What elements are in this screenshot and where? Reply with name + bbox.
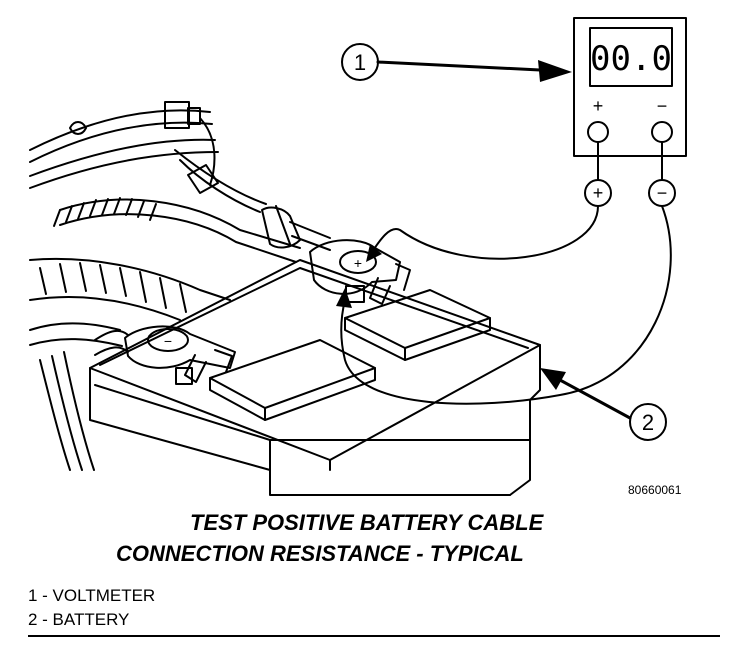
- callout-1: [341, 43, 542, 81]
- negative-terminal-clamp: [94, 325, 236, 385]
- positive-probe-label: +: [593, 183, 604, 203]
- meter-negative-label: −: [657, 96, 668, 116]
- negative-post-mark: −: [164, 333, 172, 349]
- positive-lead-arrowhead: [366, 244, 382, 262]
- callout-2-arrowhead: [540, 368, 566, 390]
- positive-post-mark: +: [354, 255, 362, 271]
- positive-terminal-clamp: [309, 239, 411, 305]
- legend-item-battery: 2 - BATTERY: [28, 610, 130, 629]
- callout-1-arrowhead: [538, 60, 572, 82]
- figure-code: 80660061: [628, 483, 682, 497]
- figure-title-line-1: TEST POSITIVE BATTERY CABLE: [190, 510, 544, 535]
- meter-positive-label: +: [593, 96, 604, 116]
- callout-2: [558, 378, 667, 441]
- wiring-harness: [29, 101, 331, 471]
- divider: [28, 635, 720, 637]
- legend-item-voltmeter: 1 - VOLTMETER: [28, 586, 156, 605]
- callout-1-number: 1: [354, 50, 366, 75]
- figure-title-line-2: CONNECTION RESISTANCE - TYPICAL: [116, 541, 524, 566]
- meter-display: 00.0: [590, 39, 672, 79]
- callout-2-number: 2: [642, 410, 654, 435]
- negative-probe-label: −: [657, 183, 668, 203]
- negative-lead-arrowhead: [336, 288, 352, 308]
- voltmeter: [340, 17, 687, 405]
- battery: [89, 259, 541, 496]
